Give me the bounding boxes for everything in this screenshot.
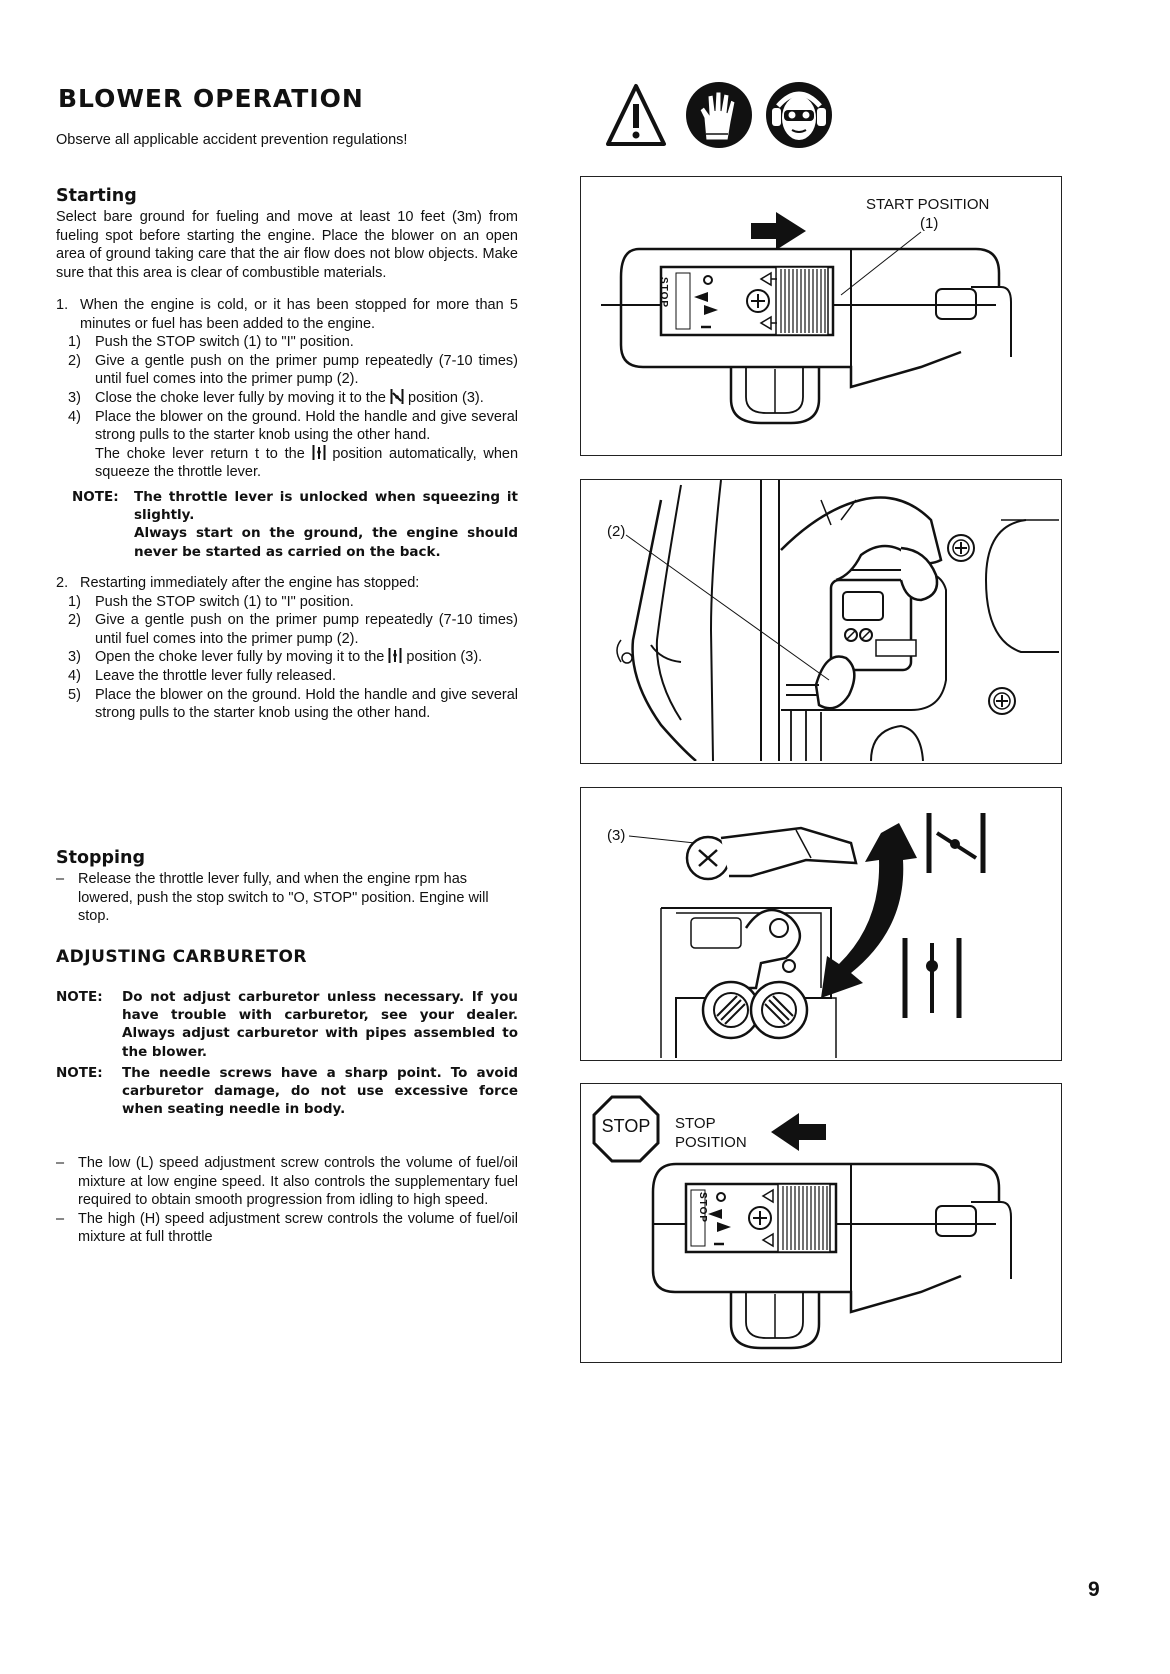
list-item: 4) Leave the throttle lever fully releas… [68, 667, 336, 684]
list-item: 1) Push the STOP switch (1) to "I" posit… [68, 334, 354, 351]
list-text: When the engine is cold, or it has been … [80, 297, 518, 332]
arrow-right-icon [751, 212, 806, 250]
page-number: 9 [1088, 1578, 1100, 1601]
carburetor-note: NOTE: Do not adjust carburetor unless ne… [56, 989, 518, 1060]
primer-pump-drawing [616, 480, 1059, 761]
list-item: 1) Push the STOP switch (1) to "I" posit… [68, 593, 354, 610]
switch-stop-text: STOP [697, 1192, 708, 1224]
stop-label-line1: STOP [675, 1115, 716, 1132]
start-position-label: START POSITION [866, 196, 990, 213]
arrow-left-icon [771, 1113, 826, 1151]
starting-paragraph: Select bare ground for fueling and move … [56, 209, 518, 281]
choke-closed-icon [390, 388, 404, 404]
list-item: 3) Close the choke lever fully by moving… [68, 388, 484, 406]
carburetor-heading: ADJUSTING CARBURETOR [56, 947, 307, 967]
cold-start-section: 1. When the engine is cold, or it has be… [56, 296, 518, 482]
list-number: 1. [56, 297, 69, 313]
stop-sign-text: STOP [601, 1116, 651, 1136]
list-item: 5) Place the blower on the ground. Hold … [68, 686, 518, 722]
list-item: 2) Give a gentle push on the primer pump… [68, 612, 518, 647]
warning-triangle-icon [606, 84, 666, 146]
stop-label-line2: POSITION [675, 1134, 747, 1151]
choke-direction-arrow-icon [821, 823, 917, 998]
stopping-heading: Stopping [56, 848, 146, 868]
switch-start-drawing [601, 212, 1012, 425]
choke-open-icon [312, 444, 326, 460]
carburetor-bullets: – The low (L) speed adjustment screw con… [56, 1154, 518, 1247]
starting-heading: Starting [56, 186, 137, 206]
eye-ear-protection-icon [766, 82, 832, 148]
list-item: 4) Place the blower on the ground. Hold … [68, 408, 519, 481]
starting-note: NOTE: The throttle lever is unlocked whe… [72, 489, 518, 560]
list-item: – The high (H) speed adjustment screw co… [56, 1210, 518, 1246]
stop-sign-icon [592, 1095, 660, 1163]
list-item: – The low (L) speed adjustment screw con… [56, 1155, 518, 1209]
cold-start-item: 1. When the engine is cold, or it has be… [56, 296, 518, 333]
list-item: 3) Open the choke lever fully by moving … [68, 648, 483, 666]
choke-lever-drawing [628, 813, 986, 1058]
figure-start-position: START POSITION (1) [580, 176, 1062, 456]
callout-1: (1) [920, 215, 939, 232]
page-title: BLOWER OPERATION [58, 84, 364, 113]
intro-text: Observe all applicable accident preventi… [56, 132, 408, 148]
stopping-item: – Release the throttle lever fully, and … [56, 871, 489, 925]
choke-open-icon [388, 648, 402, 664]
callout-2: (2) [607, 523, 626, 540]
carburetor-note: NOTE: The needle screws have a sharp poi… [56, 1065, 518, 1118]
list-item: 2) Give a gentle push on the primer pump… [68, 352, 518, 388]
figure-stop-position: STOP STOP POSITION [580, 1083, 1062, 1363]
figure-primer-pump: (2) [580, 479, 1062, 764]
restart-item: 2. Restarting immediately after the engi… [56, 575, 420, 591]
switch-stop-drawing [651, 1113, 1012, 1350]
figure-choke-lever: (3) [580, 787, 1062, 1061]
switch-stop-text: STOP [658, 277, 669, 309]
restart-section: 2. Restarting immediately after the engi… [56, 574, 518, 723]
gloves-icon [686, 82, 752, 148]
callout-3: (3) [607, 827, 626, 844]
